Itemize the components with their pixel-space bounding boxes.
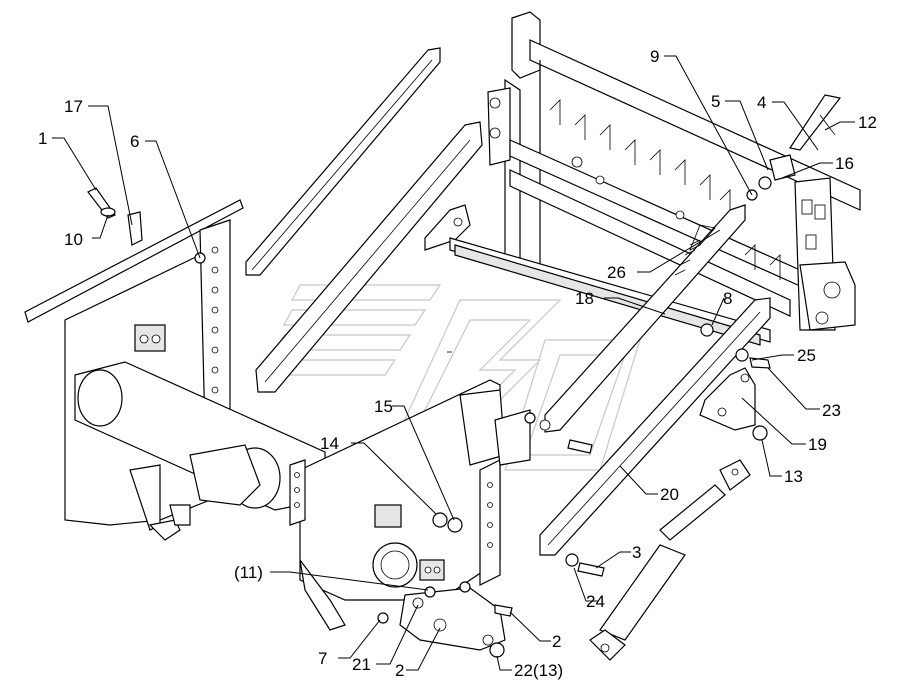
callout-22-13: 22(13) (514, 661, 563, 680)
callout-8: 8 (723, 289, 732, 308)
upper-rail (245, 47, 441, 276)
callout-1: 1 (38, 129, 47, 148)
callout-17: 17 (64, 97, 83, 116)
callout-25: 25 (797, 346, 816, 365)
callout-21: 21 (352, 655, 371, 674)
callout-5: 5 (711, 92, 720, 111)
callout-10: 10 (64, 230, 83, 249)
callout-3: 3 (632, 543, 641, 562)
callout-12: 12 (858, 113, 877, 132)
callout-16: 16 (835, 154, 854, 173)
callout-26: 26 (607, 263, 626, 282)
part-20-lower-rail (539, 297, 771, 556)
callout-18: 18 (575, 289, 594, 308)
callout-2-right: 2 (552, 632, 561, 651)
part-21-bracket (399, 587, 506, 651)
part-19-bracket (699, 367, 756, 431)
center-lower-frame (289, 379, 531, 631)
callout-7: 7 (318, 649, 327, 668)
callout-15: 15 (374, 397, 393, 416)
callout-19: 19 (808, 435, 827, 454)
callout-11: (11) (234, 563, 263, 582)
hydraulic-cylinder (589, 459, 751, 661)
callout-14: 14 (320, 434, 339, 453)
callout-9: 9 (650, 47, 659, 66)
callout-24: 24 (586, 592, 605, 611)
callout-4: 4 (757, 93, 766, 112)
callout-23: 23 (822, 401, 841, 420)
left-side-frame (24, 199, 326, 541)
callout-6: 6 (130, 132, 139, 151)
callout-20: 20 (660, 485, 679, 504)
middle-rail (255, 121, 483, 393)
callout-2-left: 2 (395, 661, 404, 680)
callout-labels: 1 17 6 10 9 5 4 12 16 26 18 8 25 23 19 1… (38, 47, 877, 680)
leader-lines (52, 55, 855, 671)
callout-13: 13 (784, 467, 803, 486)
part-18-beam (424, 204, 771, 346)
part-26-rack-rail (539, 204, 746, 433)
